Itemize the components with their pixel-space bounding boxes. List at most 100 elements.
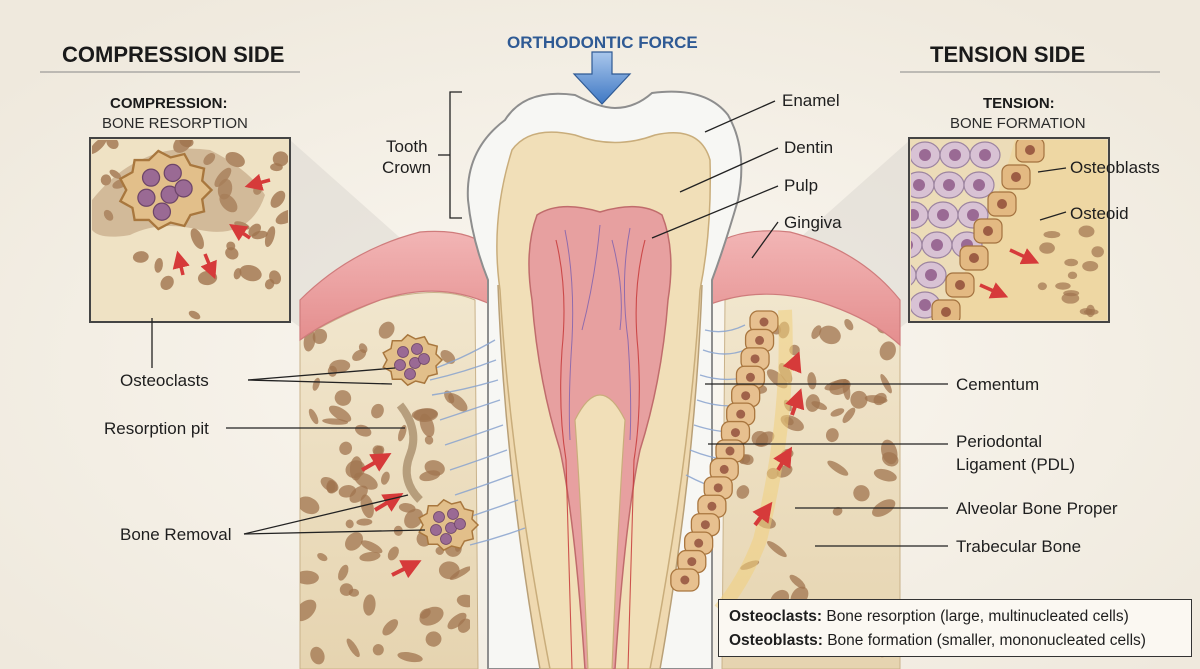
osteoblast-nucleus (694, 538, 704, 548)
inset-precursor-nucleus (925, 269, 937, 281)
dentin-label: Dentin (784, 138, 833, 157)
bone-pore (312, 377, 320, 391)
osteoclast-nucleus (141, 168, 161, 187)
cementum-label: Cementum (956, 375, 1039, 394)
periodontal-ligament-fibers (429, 324, 746, 546)
legend-term-osteoblasts: Osteoblasts: (729, 632, 823, 649)
orthodontic-force-arrow (572, 51, 632, 105)
inset-precursor-nucleus (943, 179, 955, 191)
inset-bone-pore (1063, 290, 1080, 297)
inset-bone-pore (103, 209, 114, 221)
inset-osteoblast-nucleus (983, 226, 993, 236)
compression-inset-subtitle: BONE RESORPTION (102, 115, 248, 132)
inset-precursor-nucleus (919, 149, 931, 161)
bone-pore (805, 394, 820, 412)
bone-pore (356, 518, 373, 526)
bone-pore (424, 435, 434, 445)
inset-osteoblast-nucleus (1011, 172, 1021, 182)
inset-bone-pore (239, 264, 262, 282)
inset-bone-pore (226, 241, 236, 251)
bone-pore (320, 476, 339, 492)
inset-precursor-nucleus (973, 179, 985, 191)
inset-precursor-nucleus (949, 149, 961, 161)
compression-side-header: COMPRESSION SIDE (62, 42, 284, 67)
orthodontic-force-title: ORTHODONTIC FORCE (507, 33, 698, 52)
bone-pore (873, 468, 897, 482)
inset-bone-pore (132, 251, 149, 263)
inset-bone-pore (1037, 282, 1047, 291)
inset-precursor-nucleus (911, 240, 913, 250)
bone-pore (317, 553, 328, 562)
bone-pore (811, 325, 822, 340)
inset-bone-pore (92, 140, 107, 155)
osteoclast-nucleus (163, 163, 182, 183)
inset-bone-pore (270, 190, 286, 208)
tooth-crown-label-2: Crown (382, 158, 431, 177)
inset-bone-pore (1082, 260, 1099, 272)
tooth (466, 90, 743, 669)
tension-inset (908, 137, 1110, 323)
inset-bone-pore (100, 174, 112, 186)
trabecular-bone-label: Trabecular Bone (956, 537, 1081, 556)
osteoclast-nucleus (137, 188, 156, 207)
osteoblast-nucleus (741, 391, 751, 401)
inset-bone-pore (1091, 246, 1104, 258)
osteoblasts-label: Osteoblasts (1070, 158, 1160, 177)
gingiva-label: Gingiva (784, 213, 842, 232)
bone-pore (381, 471, 390, 485)
legend-row-osteoclasts: Osteoclasts: Bone resorption (large, mul… (729, 605, 1181, 629)
bone-pore (873, 392, 887, 406)
tension-side-header: TENSION SIDE (930, 42, 1085, 67)
osteoblast-nucleus (755, 335, 765, 345)
inset-osteoblast-nucleus (1025, 145, 1035, 155)
legend-desc-osteoblasts: Bone formation (smaller, mononucleated c… (822, 632, 1146, 649)
inset-osteoblast-nucleus (941, 307, 951, 317)
bone-pore (312, 328, 328, 345)
leader-lines (151, 91, 1067, 547)
bone-pore (424, 460, 445, 476)
osteoblast-nucleus (745, 372, 755, 382)
bone-pore (378, 321, 395, 339)
osteoclast-nucleus (433, 511, 445, 523)
osteoclast-nucleus (174, 179, 193, 198)
osteoclast-nucleus (152, 202, 172, 221)
inset-bone-pore (217, 178, 233, 200)
inset-precursor-nucleus (911, 209, 919, 221)
bone-pore (879, 341, 896, 361)
osteoid-label: Osteoid (1070, 204, 1129, 223)
bone-pore (328, 405, 352, 423)
bone-pore (825, 428, 839, 443)
bone-pore (882, 452, 899, 467)
bone-pore (360, 540, 383, 554)
osteoblast-nucleus (759, 317, 769, 327)
bone-pore (766, 540, 787, 558)
osteoblast-column (670, 310, 779, 592)
inset-osteoid-band (940, 140, 1107, 320)
inset-bone-pore (1086, 304, 1095, 318)
inset-bone-pore (214, 167, 232, 187)
bone-pore (419, 608, 431, 619)
osteoclast-nucleus (411, 343, 423, 355)
bone-pore (853, 485, 870, 502)
osteoblast-nucleus (687, 557, 697, 567)
inset-bone-pore (264, 226, 276, 247)
osteoclast-nucleus (397, 346, 409, 358)
bone-pore (789, 574, 806, 589)
bone-pore (741, 454, 754, 466)
legend-term-osteoclasts: Osteoclasts: (729, 608, 823, 625)
inset-precursor-nucleus (937, 209, 949, 221)
osteoclast-nucleus (447, 508, 459, 520)
bone-pore (449, 566, 472, 580)
osteoblast-nucleus (736, 409, 746, 419)
bone-pore (404, 508, 424, 529)
bone-pore (338, 564, 349, 581)
inset-bone-pore (190, 228, 204, 250)
inset-precursor-nucleus (967, 209, 979, 221)
bone-pore (359, 551, 381, 562)
bone-pore (371, 403, 384, 419)
inset-bone-pore (225, 151, 245, 168)
inset-bone-pore (233, 268, 242, 280)
resorption-pit-label: Resorption pit (104, 419, 209, 438)
bone-pore (842, 407, 856, 424)
